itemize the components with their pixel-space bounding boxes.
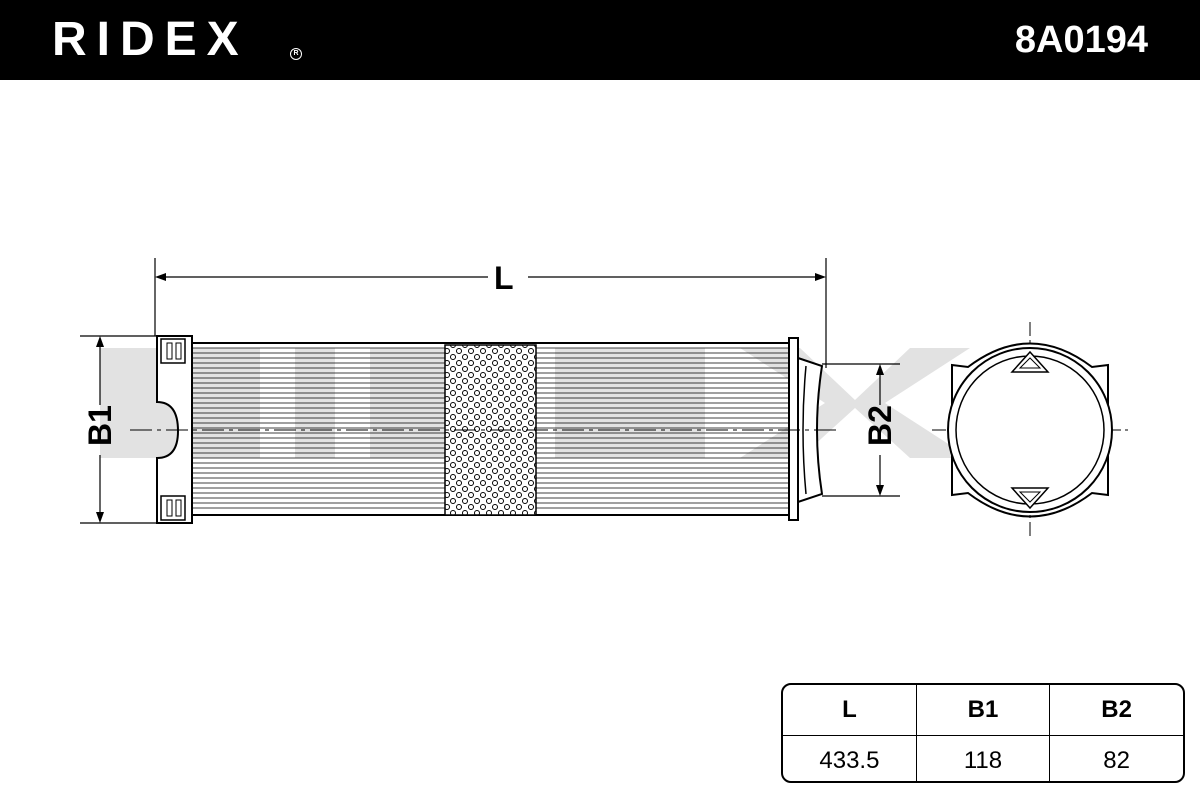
dimension-label-b1: B1 — [82, 405, 118, 446]
spec-header-b2: B2 — [1049, 685, 1183, 736]
spec-value-l: 433.5 — [783, 735, 917, 781]
registered-mark-icon: R — [290, 48, 302, 60]
spec-table-value-row: 433.5 118 82 — [783, 735, 1183, 781]
spec-header-l: L — [783, 685, 917, 736]
left-end-cap — [156, 335, 193, 524]
dimension-l — [154, 258, 827, 368]
part-number: 8A0194 — [1014, 19, 1148, 61]
right-end-flange — [788, 337, 799, 521]
technical-drawing — [80, 258, 1130, 538]
header-bar: RIDEX R 8A0194 — [0, 0, 1200, 80]
dimension-b1 — [80, 335, 157, 524]
brand-logo: RIDEX — [52, 13, 249, 66]
spec-table: L B1 B2 433.5 118 82 — [781, 683, 1185, 783]
filter-end-view — [932, 322, 1130, 538]
spec-value-b1: 118 — [915, 735, 1051, 781]
dimension-label-l: L — [494, 260, 514, 296]
dimension-b2 — [822, 363, 900, 497]
spec-header-b1: B1 — [915, 685, 1051, 736]
spec-value-b2: 82 — [1049, 735, 1183, 781]
dimension-label-b2: B2 — [862, 405, 898, 446]
filter-element-side-view — [130, 335, 840, 524]
spec-table-header-row: L B1 B2 — [783, 685, 1183, 736]
